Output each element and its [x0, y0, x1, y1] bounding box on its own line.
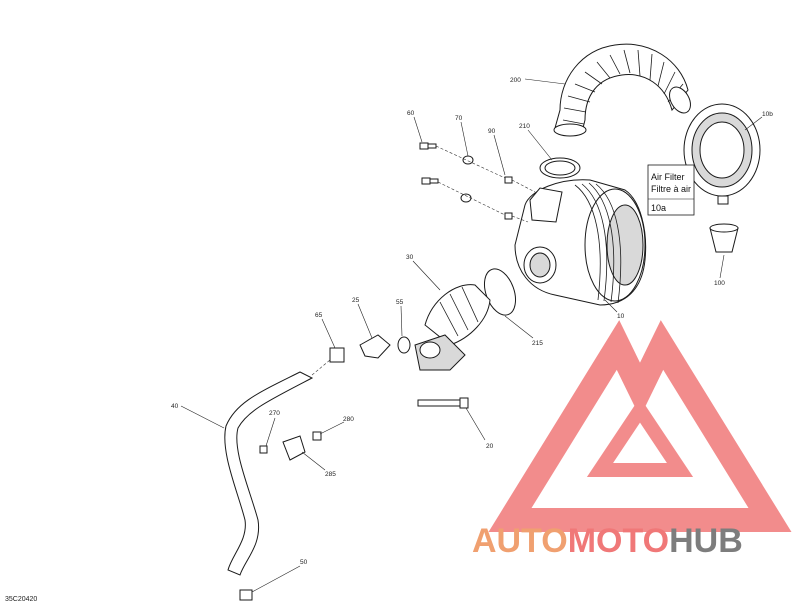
fitting-25: [359, 334, 391, 359]
leader-lines: [180, 78, 763, 593]
screw-270: [259, 445, 268, 454]
label-30: 30: [406, 254, 414, 261]
label-60: 60: [407, 110, 415, 117]
callout-line2: Filtre à air: [651, 184, 691, 194]
watermark-logo: [488, 320, 792, 532]
label-50: 50: [300, 559, 308, 566]
label-280: 280: [343, 416, 354, 423]
air-filter-callout: Air Filter Filtre à air 10a: [647, 164, 695, 216]
boot-30: [424, 284, 491, 346]
throttle-body: [414, 334, 466, 371]
watermark-text: AUTOMOTOHUB: [472, 522, 743, 560]
brand-part-moto: MOTO: [568, 522, 669, 560]
clamp-65: [329, 347, 345, 363]
label-55: 55: [396, 299, 404, 306]
label-10b: 10b: [762, 111, 773, 118]
air-box-10: [514, 179, 647, 306]
label-200: 200: [510, 77, 521, 84]
label-10: 10: [617, 313, 625, 320]
o-ring-55: [397, 336, 411, 354]
label-90: 90: [488, 128, 496, 135]
clamp-50: [239, 589, 253, 601]
brand-part-hub: HUB: [669, 522, 743, 560]
label-270: 270: [269, 410, 280, 417]
label-70: 70: [455, 115, 463, 122]
label-100: 100: [714, 280, 725, 287]
label-285: 285: [325, 471, 336, 478]
label-210: 210: [519, 123, 530, 130]
bolt-20: [417, 397, 469, 409]
label-65: 65: [315, 312, 323, 319]
fasteners: [419, 142, 536, 223]
callout-line3: 10a: [651, 203, 666, 213]
label-40: 40: [171, 403, 179, 410]
filter-cover-10b: [683, 103, 761, 205]
intake-duct-200: [553, 43, 691, 137]
support-285: [282, 435, 306, 461]
nut-280: [312, 431, 322, 441]
brand-part-auto: AUTO: [472, 522, 568, 560]
label-20: 20: [486, 443, 494, 450]
drain-valve-100: [709, 223, 739, 253]
drawing-code: 35C20420: [5, 596, 37, 603]
callout-line1: Air Filter: [651, 172, 685, 182]
label-25: 25: [352, 297, 360, 304]
label-215: 215: [532, 340, 543, 347]
vent-hose-40: [224, 359, 331, 576]
